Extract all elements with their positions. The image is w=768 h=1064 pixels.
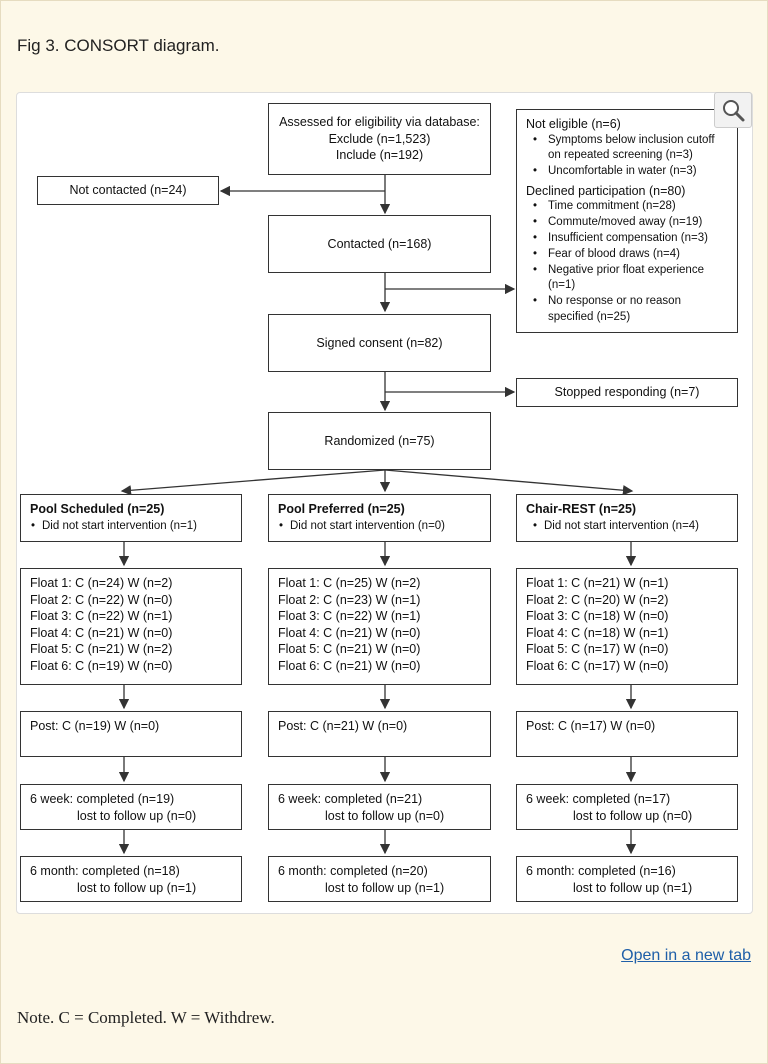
- floats-box-pool-preferred: Float 1: C (n=25) W (n=2) Float 2: C (n=…: [268, 568, 491, 685]
- declined-item: Time commitment (n=28): [526, 199, 728, 215]
- floats-box-pool-scheduled: Float 1: C (n=24) W (n=2) Float 2: C (n=…: [20, 568, 242, 685]
- arm-title: Pool Preferred (n=25): [278, 502, 405, 516]
- signed-consent-box: Signed consent (n=82): [268, 314, 491, 372]
- float-row: Float 2: C (n=20) W (n=2): [526, 592, 669, 607]
- declined-item: Fear of blood draws (n=4): [526, 247, 728, 263]
- declined-title: Declined participation (n=80): [526, 183, 686, 198]
- float-row: Float 4: C (n=21) W (n=0): [30, 625, 173, 640]
- float-row: Float 4: C (n=21) W (n=0): [278, 625, 421, 640]
- float-row: Float 3: C (n=22) W (n=1): [278, 609, 421, 623]
- post-label: Post: C (n=21) W (n=0): [278, 719, 408, 733]
- declined-item: No response or no reason specified (n=25…: [526, 294, 728, 326]
- float-row: Float 1: C (n=24) W (n=2): [30, 576, 173, 590]
- declined-item: Insufficient compensation (n=3): [526, 231, 728, 247]
- randomized-label: Randomized (n=75): [324, 433, 435, 448]
- six-month-lost: lost to follow up (n=1): [325, 880, 445, 895]
- six-month-lost: lost to follow up (n=1): [77, 880, 197, 895]
- six-month-box-pool-scheduled: 6 month: completed (n=18) lost to follow…: [20, 856, 242, 902]
- declined-item: Commute/moved away (n=19): [526, 215, 728, 231]
- arm-note: Did not start intervention (n=0): [278, 518, 481, 535]
- six-month-lost: lost to follow up (n=1): [573, 880, 693, 895]
- six-month-completed: 6 month: completed (n=20): [278, 864, 428, 878]
- post-box-pool-scheduled: Post: C (n=19) W (n=0): [20, 711, 242, 757]
- floats-box-chair-rest: Float 1: C (n=21) W (n=1) Float 2: C (n=…: [516, 568, 738, 685]
- eligibility-title: Assessed for eligibility via database:: [279, 115, 480, 130]
- six-week-box-chair-rest: 6 week: completed (n=17) lost to follow …: [516, 784, 738, 830]
- not-eligible-item: Uncomfortable in water (n=3): [526, 164, 728, 180]
- float-row: Float 6: C (n=17) W (n=0): [526, 658, 669, 673]
- float-row: Float 5: C (n=21) W (n=2): [30, 642, 173, 656]
- open-in-new-tab-link[interactable]: Open in a new tab: [621, 947, 751, 964]
- float-row: Float 5: C (n=17) W (n=0): [526, 642, 669, 656]
- consort-diagram: Assessed for eligibility via database: E…: [16, 92, 753, 914]
- magnifier-glyph: [723, 100, 745, 122]
- six-week-box-pool-preferred: 6 week: completed (n=21) lost to follow …: [268, 784, 491, 830]
- magnifier-icon[interactable]: [714, 92, 752, 128]
- float-row: Float 1: C (n=21) W (n=1): [526, 576, 669, 590]
- figure-note: Note. C = Completed. W = Withdrew.: [17, 1008, 275, 1027]
- float-row: Float 1: C (n=25) W (n=2): [278, 576, 421, 590]
- arm-box-pool-scheduled: Pool Scheduled (n=25) Did not start inte…: [20, 494, 242, 542]
- arm-title: Chair-REST (n=25): [526, 502, 637, 516]
- post-label: Post: C (n=19) W (n=0): [30, 719, 160, 733]
- six-week-lost: lost to follow up (n=0): [325, 808, 445, 823]
- randomized-box: Randomized (n=75): [268, 412, 491, 470]
- float-row: Float 3: C (n=22) W (n=1): [30, 609, 173, 623]
- six-month-completed: 6 month: completed (n=18): [30, 864, 180, 878]
- float-row: Float 2: C (n=23) W (n=1): [278, 592, 421, 607]
- not-contacted-label: Not contacted (n=24): [69, 183, 187, 198]
- six-week-completed: 6 week: completed (n=21): [278, 792, 423, 806]
- declined-item: Negative prior float experience (n=1): [526, 263, 728, 295]
- float-row: Float 6: C (n=21) W (n=0): [278, 658, 421, 673]
- stopped-responding-label: Stopped responding (n=7): [554, 385, 700, 400]
- post-label: Post: C (n=17) W (n=0): [526, 719, 656, 733]
- arm-title: Pool Scheduled (n=25): [30, 502, 165, 516]
- six-month-box-pool-preferred: 6 month: completed (n=20) lost to follow…: [268, 856, 491, 902]
- contacted-box: Contacted (n=168): [268, 215, 491, 273]
- float-row: Float 6: C (n=19) W (n=0): [30, 658, 173, 673]
- arm-box-chair-rest: Chair-REST (n=25) Did not start interven…: [516, 494, 738, 542]
- float-row: Float 3: C (n=18) W (n=0): [526, 609, 669, 623]
- float-row: Float 2: C (n=22) W (n=0): [30, 592, 173, 607]
- connector-lines: [118, 175, 637, 855]
- arm-box-pool-preferred: Pool Preferred (n=25) Did not start inte…: [268, 494, 491, 542]
- figure-caption: Fig 3. CONSORT diagram.: [17, 36, 220, 55]
- six-week-completed: 6 week: completed (n=17): [526, 792, 671, 806]
- excluded-box: Not eligible (n=6) Symptoms below inclus…: [516, 109, 738, 333]
- exclude-count: Exclude (n=1,523): [328, 131, 431, 146]
- eligibility-box: Assessed for eligibility via database: E…: [268, 103, 491, 175]
- six-week-lost: lost to follow up (n=0): [573, 808, 693, 823]
- float-row: Float 4: C (n=18) W (n=1): [526, 625, 669, 640]
- arm-note: Did not start intervention (n=4): [532, 518, 728, 535]
- post-box-pool-preferred: Post: C (n=21) W (n=0): [268, 711, 491, 757]
- float-row: Float 5: C (n=21) W (n=0): [278, 642, 421, 656]
- six-week-completed: 6 week: completed (n=19): [30, 792, 175, 806]
- not-eligible-item: Symptoms below inclusion cutoff on repea…: [526, 133, 728, 165]
- not-contacted-box: Not contacted (n=24): [37, 176, 219, 205]
- signed-consent-label: Signed consent (n=82): [316, 335, 443, 350]
- stopped-responding-box: Stopped responding (n=7): [516, 378, 738, 407]
- arm-note: Did not start intervention (n=1): [30, 518, 232, 535]
- contacted-label: Contacted (n=168): [327, 236, 432, 251]
- six-month-completed: 6 month: completed (n=16): [526, 864, 676, 878]
- post-box-chair-rest: Post: C (n=17) W (n=0): [516, 711, 738, 757]
- six-week-lost: lost to follow up (n=0): [77, 808, 197, 823]
- six-month-box-chair-rest: 6 month: completed (n=16) lost to follow…: [516, 856, 738, 902]
- six-week-box-pool-scheduled: 6 week: completed (n=19) lost to follow …: [20, 784, 242, 830]
- not-eligible-title: Not eligible (n=6): [526, 117, 621, 131]
- include-count: Include (n=192): [335, 148, 424, 163]
